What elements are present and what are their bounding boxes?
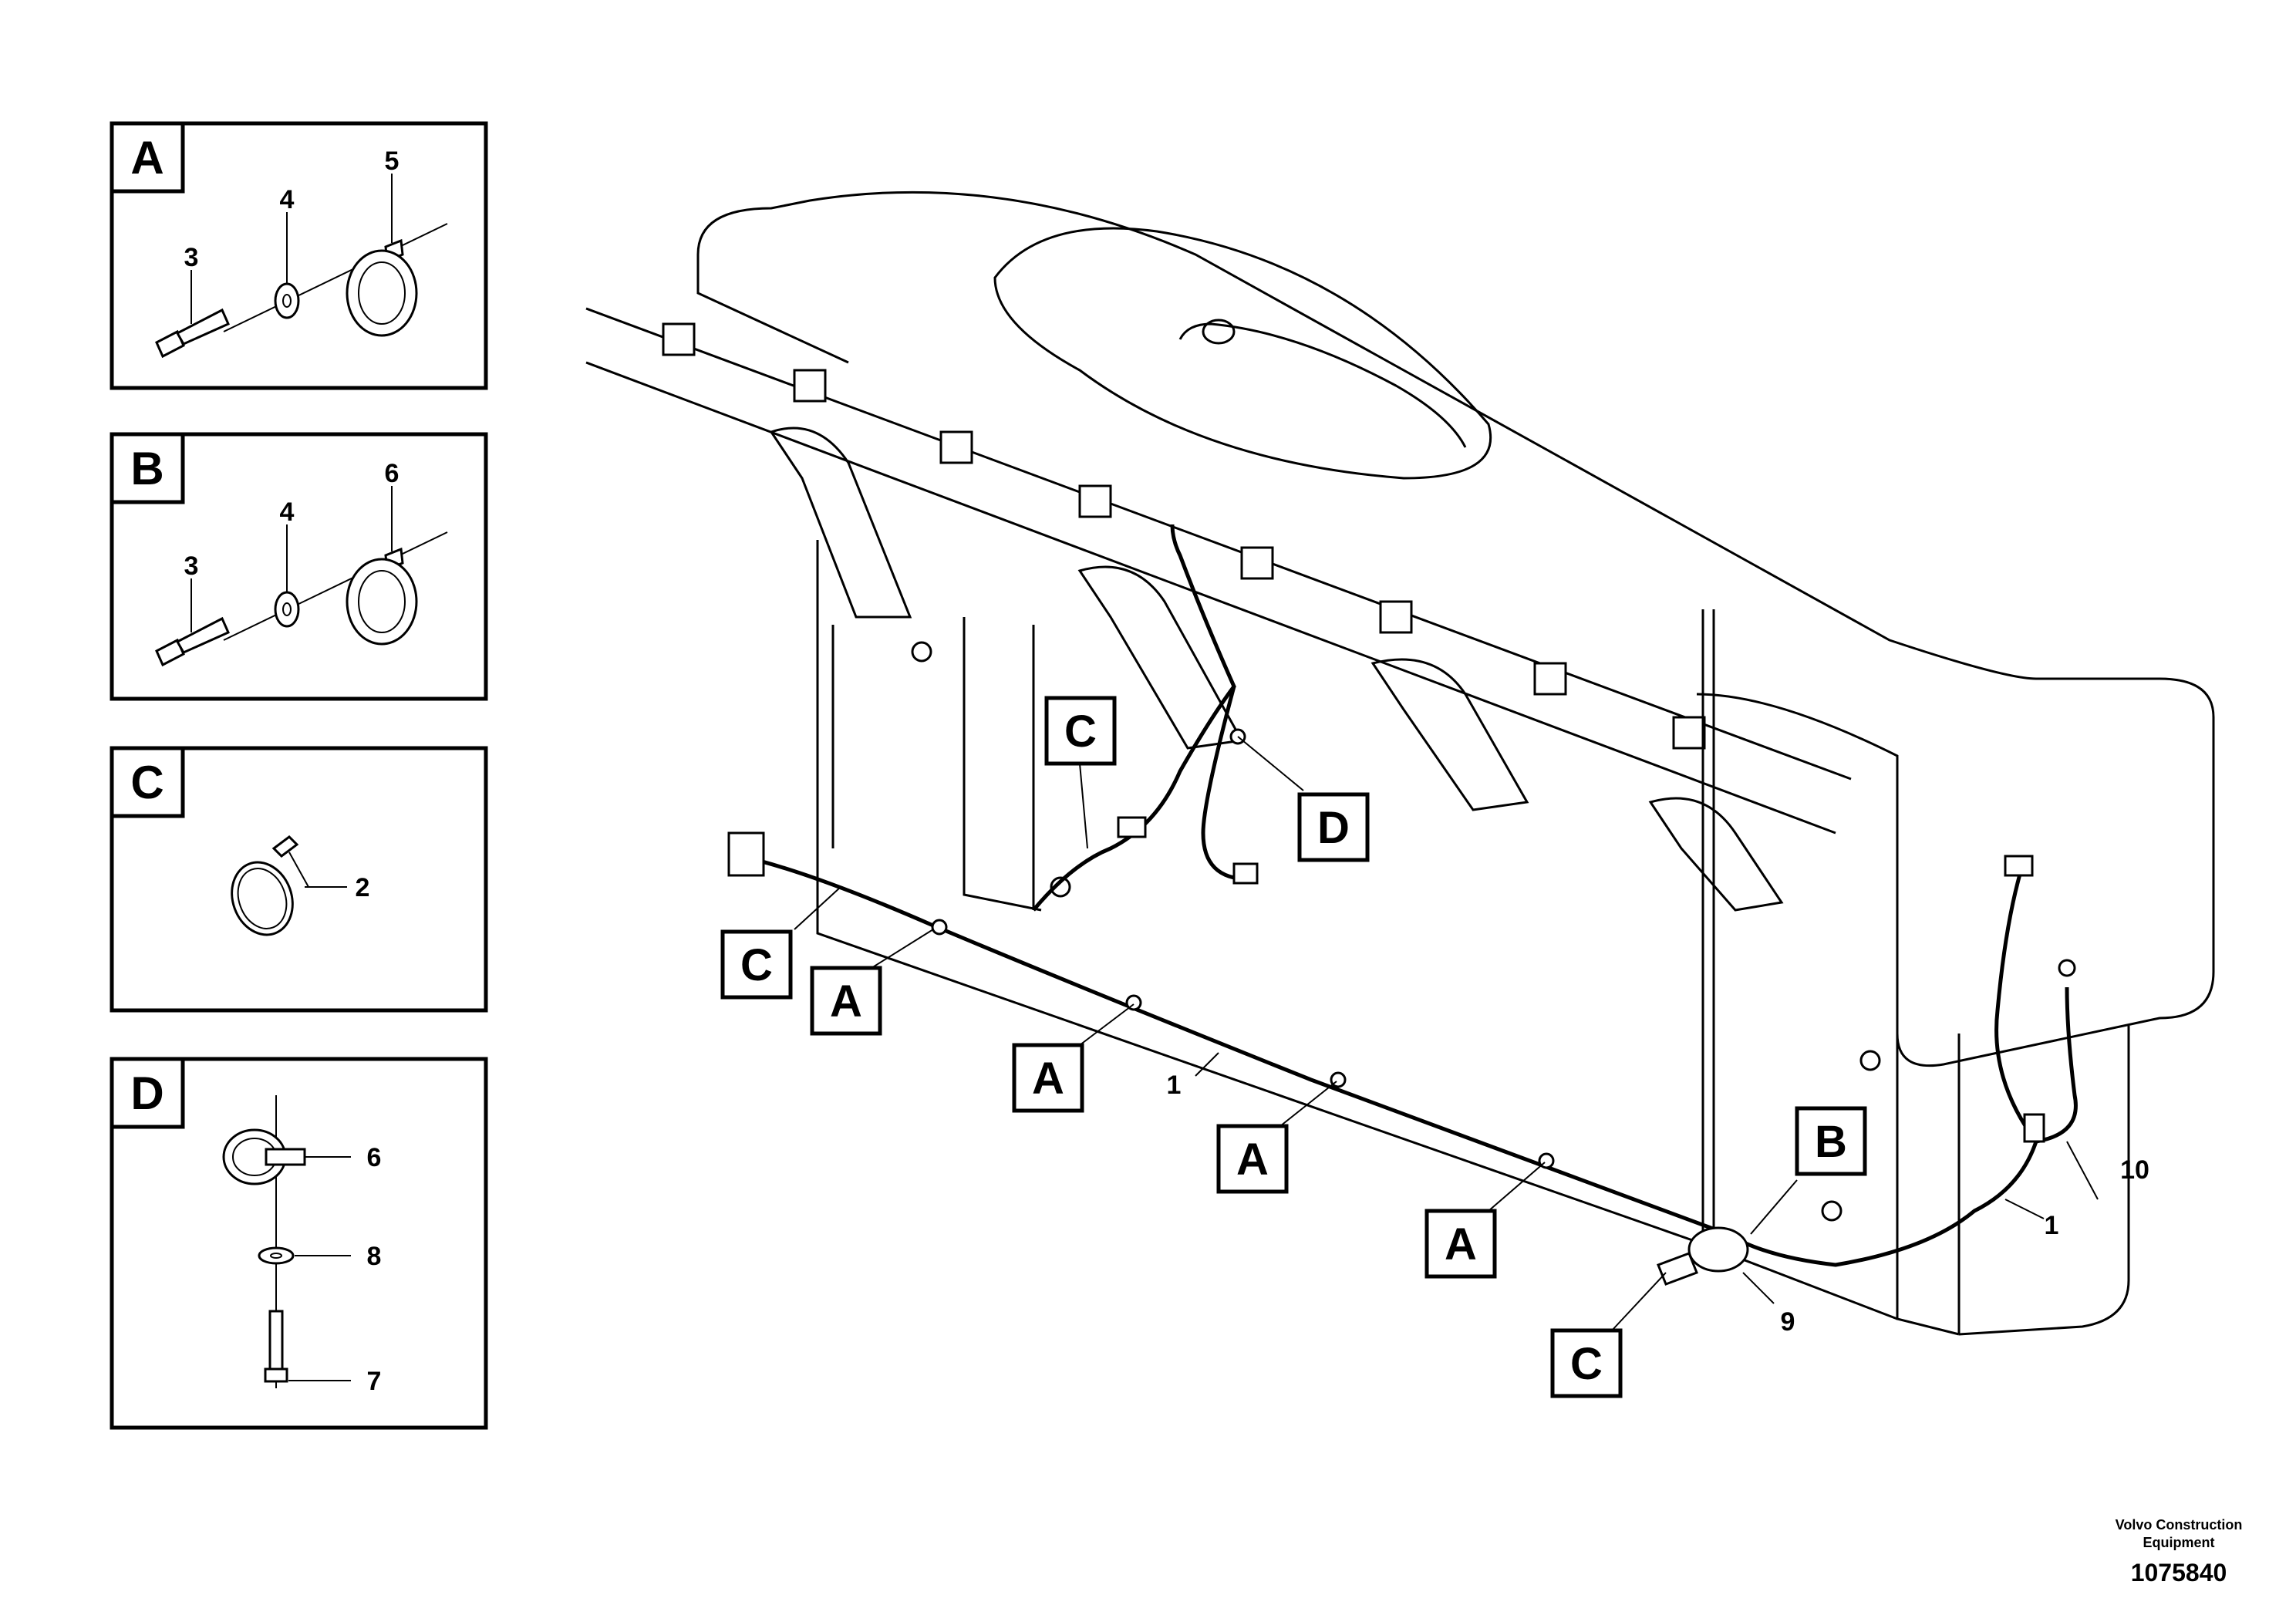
clip-icon [931,919,948,936]
clamp-icon [346,547,418,646]
detail-panel-c: C 2 [110,746,488,1013]
footer-block: Volvo Construction Equipment 1075840 [2116,1517,2243,1587]
callout-c-1: C [720,929,793,1000]
connector-icon [1232,862,1259,885]
callout-letter: A [1032,1054,1064,1104]
callout-b: B [1795,1106,1867,1176]
callout-letter: C [1064,706,1097,757]
callout-letter: C [1570,1339,1603,1389]
bolt-icon [155,223,448,359]
part-number-label: 10 [2120,1155,2149,1185]
ring-terminal-icon [2058,959,2076,977]
callout-number: 3 [184,551,199,581]
main-callout-leaders [794,736,2099,1331]
detail-panel-b: B 3 4 6 [110,432,488,701]
callout-a-1: A [810,966,882,1036]
callout-letter: A [1236,1135,1269,1185]
callout-d: D [1297,792,1370,862]
callout-number: 5 [385,147,400,176]
callout-number: 3 [184,243,199,272]
panel-b-letter: B [130,443,164,494]
cable-tie-icon [231,835,309,936]
bolt-icon [155,531,448,667]
bolt-icon [264,1310,288,1383]
panel-c-letter: C [130,757,164,808]
callout-number: 6 [385,459,400,488]
callout-c-2: C [1044,696,1117,766]
panel-d-letter: D [130,1067,164,1119]
clamp-icon [346,238,418,337]
connector-icon [727,831,765,877]
callout-a-3: A [1216,1124,1289,1194]
panel-a-letter: A [130,132,164,184]
brand-line-2: Equipment [2143,1535,2215,1550]
callout-letter: A [830,976,862,1027]
counterweight-drawing [585,191,2215,1336]
callout-letter: C [740,940,773,990]
callout-number: 6 [367,1143,382,1172]
washer-icon [258,1246,295,1265]
callout-number: 4 [280,497,295,527]
part-number-label: 1 [2045,1211,2059,1240]
grommet-icon [1687,1226,1749,1273]
connector-icon [2004,855,2034,877]
wiring-harness [727,524,2078,1286]
drawing-number: 1075840 [2131,1559,2227,1587]
brand-line-1: Volvo Construction [2116,1517,2243,1533]
callout-c-3: C [1550,1328,1623,1398]
callout-number: 8 [367,1242,382,1271]
washer-icon [274,591,300,628]
callout-letter: B [1815,1117,1847,1167]
connector-icon [2023,1113,2045,1143]
callout-number: 4 [280,185,295,214]
callout-letter: A [1445,1219,1477,1270]
part-number-label: 9 [1781,1307,1795,1337]
callout-letter: D [1317,803,1350,853]
cable-tie-icon [1657,1252,1698,1286]
callout-a-4: A [1424,1209,1497,1279]
detail-panel-d: D 6 8 7 [110,1057,488,1430]
callout-number: 2 [356,873,370,902]
callout-number: 7 [367,1367,382,1396]
callout-a-2: A [1012,1043,1084,1113]
detail-panel-a: A 3 4 5 [110,121,488,390]
washer-icon [274,282,300,319]
part-number-label: 1 [1167,1071,1182,1100]
connector-icon [1117,816,1147,838]
clamp-icon [222,1128,306,1185]
mounting-pad-row [662,322,1706,750]
